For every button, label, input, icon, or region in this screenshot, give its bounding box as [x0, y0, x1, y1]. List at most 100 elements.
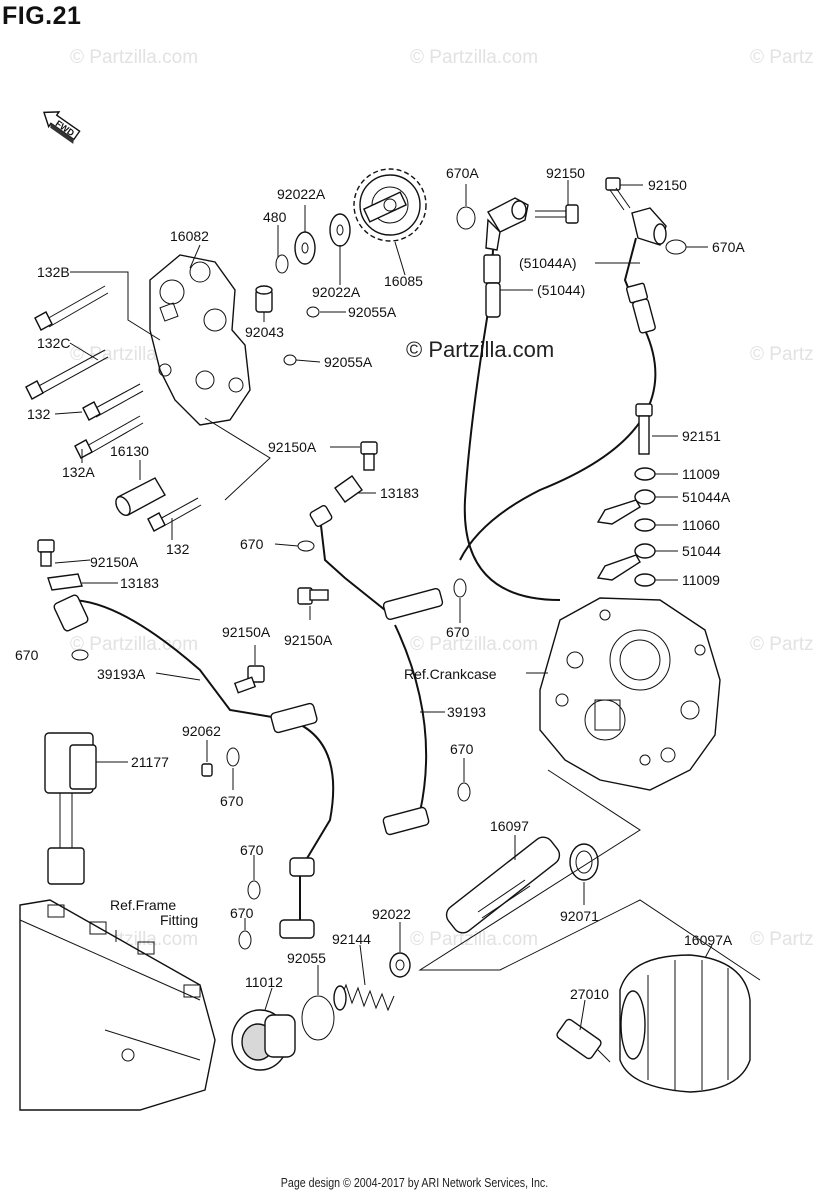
- watermark: © Partz: [750, 344, 814, 365]
- bolt-132-lower: [147, 497, 202, 532]
- o-ring-92055a: [306, 306, 320, 318]
- o-ring-670-pipe: [453, 578, 467, 598]
- gear-16085: [353, 168, 427, 242]
- pipe-39193a: [69, 599, 335, 930]
- callout-13183-left: 13183: [120, 575, 159, 591]
- callout-92055a-2: 92055A: [324, 354, 373, 370]
- leader-outline: [418, 769, 761, 981]
- callout-39193: 39193: [447, 704, 486, 720]
- bolt-132: [82, 383, 144, 421]
- o-ring-670-mid: [226, 747, 240, 767]
- o-ring-670-low2: [238, 930, 252, 950]
- o-ring-92055a-2: [283, 354, 297, 366]
- bolt-132c: [25, 349, 109, 400]
- circlip-480: [275, 254, 289, 274]
- bolt-92151: [635, 403, 653, 455]
- oil-filter-16097a: [619, 954, 751, 1093]
- callout-670-pipe: 670: [446, 624, 470, 640]
- callout-16082: 16082: [170, 228, 209, 244]
- callout-92043: 92043: [245, 324, 284, 340]
- banjo-51044: [596, 543, 656, 581]
- leader-lines: [54, 180, 713, 1031]
- banjo-fitting: [485, 197, 529, 251]
- callout-132b: 132B: [37, 264, 70, 280]
- callout-51044-paren: (51044): [537, 282, 585, 298]
- bolt-92150a-mid: [297, 587, 329, 605]
- callout-92150a: 92150A: [268, 439, 317, 455]
- callout-92144: 92144: [332, 931, 371, 947]
- washer-11009-2: [634, 573, 656, 587]
- pressure-switch-27010: [556, 1018, 611, 1063]
- banjo-51044a: [596, 489, 656, 525]
- callout-92150: 92150: [546, 165, 585, 181]
- callout-92150a-mid: 92150A: [284, 632, 333, 648]
- watermark: © Partzilla.com: [410, 929, 538, 950]
- plug-92062: [201, 763, 213, 777]
- callout-92055a: 92055A: [348, 304, 397, 320]
- footer-copyright: Page design © 2004-2017 by ARI Network S…: [280, 1175, 549, 1190]
- callout-16097a: 16097A: [684, 932, 733, 948]
- callout-13183: 13183: [380, 485, 419, 501]
- callout-132-lower: 132: [166, 541, 190, 557]
- callout-92022a: 92022A: [277, 186, 326, 202]
- callout-92062: 92062: [182, 723, 221, 739]
- sleeve-16130: [115, 477, 166, 516]
- callout-51044: 51044: [682, 543, 721, 559]
- washer-92022a: [294, 231, 316, 265]
- callout-11009-2: 11009: [682, 572, 720, 588]
- watermark: © Partz: [750, 929, 814, 950]
- o-ring-670a-2: [665, 239, 687, 255]
- watermark: © Partzilla.com: [410, 634, 538, 655]
- callout-11060: 11060: [682, 517, 720, 533]
- plug-11012: [231, 1009, 296, 1071]
- sensor-connector-21177: [44, 732, 97, 885]
- callout-16085: 16085: [384, 273, 423, 289]
- oil-hose-51044: [463, 249, 561, 601]
- spring-92144: [333, 983, 395, 1012]
- o-ring-670a: [456, 206, 476, 230]
- strainer-16097: [445, 836, 599, 934]
- callout-670-left: 670: [15, 647, 39, 663]
- callout-670-pipe-2: 670: [450, 741, 474, 757]
- callout-39193a: 39193A: [97, 666, 146, 682]
- callout-132a: 132A: [62, 464, 95, 480]
- watermark: © Partzilla.com: [70, 634, 198, 655]
- callout-51044a: 51044A: [682, 489, 731, 505]
- callout-27010: 27010: [570, 986, 609, 1002]
- callout-92150-right: 92150: [648, 177, 687, 193]
- bolt-92150a-left: [37, 539, 83, 591]
- o-ring-92055: [301, 995, 335, 1041]
- callout-92150a-pipe: 92150A: [222, 624, 271, 640]
- callout-labels: 132B 132C 132 132A 132 16082 480 92022A …: [15, 165, 745, 1002]
- callout-92022a-2: 92022A: [312, 284, 361, 300]
- callout-132: 132: [27, 406, 51, 422]
- bolt-92150a: [334, 441, 378, 503]
- bolt-92150-right: [605, 177, 631, 211]
- dowel-92043: [255, 285, 273, 313]
- o-ring-670-pipe-2: [457, 782, 471, 802]
- callout-670-low: 670: [240, 842, 264, 858]
- o-ring-670-low: [247, 880, 261, 900]
- callout-92022: 92022: [372, 906, 411, 922]
- o-ring-670-left: [71, 649, 89, 661]
- crankcase: [539, 597, 721, 791]
- callout-fitting: Fitting: [160, 912, 198, 928]
- callout-92150a-left: 92150A: [90, 554, 139, 570]
- frame: [19, 899, 216, 1111]
- washer-92022: [389, 952, 411, 978]
- watermark: © Partz: [750, 634, 814, 655]
- callout-11012: 11012: [245, 974, 283, 990]
- callout-11009: 11009: [682, 466, 720, 482]
- callout-670a: 670A: [446, 165, 479, 181]
- callout-16097: 16097: [490, 818, 529, 834]
- watermark: © Partz: [750, 47, 814, 68]
- bolt-92150a-pipe: [233, 665, 265, 694]
- o-ring-670: [297, 540, 315, 552]
- callout-480: 480: [263, 209, 287, 225]
- bolt-132a: [74, 415, 144, 459]
- callout-92151: 92151: [682, 428, 721, 444]
- callout-670a-2: 670A: [712, 239, 745, 255]
- washer-11060: [634, 518, 656, 532]
- callout-ref-frame: Ref.Frame: [110, 897, 176, 913]
